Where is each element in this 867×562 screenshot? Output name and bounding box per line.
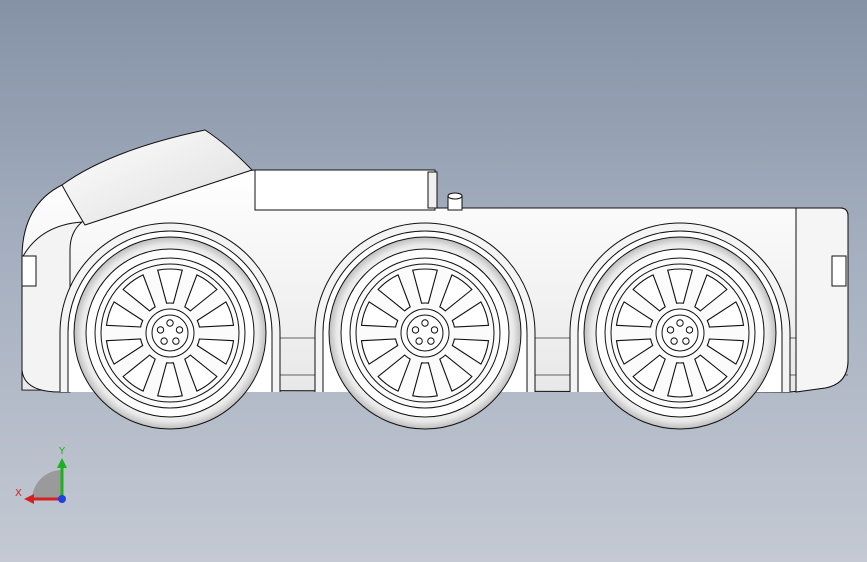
- rear-wheel-spoke-window: [667, 268, 693, 304]
- y-axis-label: Y: [58, 446, 66, 457]
- middle-wheel-spoke-window: [412, 362, 438, 398]
- rear-wheel-lug-nut: [685, 326, 694, 334]
- cab-roof: [61, 129, 253, 226]
- front-wheel-spoke-window: [157, 362, 183, 398]
- front-wheel: [59, 222, 281, 430]
- z-axis-dot: [58, 495, 66, 503]
- middle-wheel-spoke-window: [451, 338, 490, 365]
- rear-light: [831, 255, 847, 287]
- front-wheel-spoke-window: [105, 301, 144, 328]
- front-wheel-spoke-window: [184, 354, 218, 392]
- top-box: [254, 169, 436, 211]
- middle-wheel-spoke-window: [439, 354, 473, 392]
- front-light: [21, 255, 37, 287]
- rear-wheel-spoke-window: [615, 301, 654, 328]
- coordinate-triad: Y X: [15, 446, 67, 504]
- middle-wheel-lug-nut: [421, 319, 429, 327]
- rear-wheel-rim-lip: [610, 263, 750, 403]
- x-axis-arrow: [24, 494, 34, 504]
- front-wheel-spoke-window: [196, 338, 235, 365]
- rear-wheel-spoke-window: [694, 354, 728, 392]
- middle-wheel-rim-lip: [355, 263, 495, 403]
- rear-wheel-spoke-window: [694, 274, 728, 312]
- rear-wheel-spoke-window: [632, 274, 666, 312]
- middle-wheel-spoke-window: [377, 354, 411, 392]
- rear-wheel-lug-nut: [666, 326, 675, 334]
- middle-wheel-spoke-window: [377, 274, 411, 312]
- rear-wheel-spoke-window: [632, 354, 666, 392]
- middle-wheel-spoke-window: [360, 338, 399, 365]
- middle-wheel-lug-nut: [411, 326, 420, 334]
- front-wheel-spoke-window: [196, 301, 235, 328]
- middle-wheel: [314, 222, 536, 430]
- front-wheel-spoke-window: [122, 354, 156, 392]
- rear-wheel: [569, 222, 791, 430]
- rear-wheel-lug-nut: [676, 319, 684, 327]
- middle-wheel-spoke-window: [439, 274, 473, 312]
- middle-wheel-spoke-window: [451, 301, 490, 328]
- front-wheel-lug-nut: [175, 326, 184, 334]
- top-box-edge: [427, 171, 438, 209]
- front-wheel-spoke-window: [122, 274, 156, 312]
- rear-wheel-spoke-window: [706, 301, 745, 328]
- front-wheel-lug-nut: [156, 326, 165, 334]
- rear-wheel-spoke-window: [667, 362, 693, 398]
- front-wheel-lug-nut: [172, 337, 180, 345]
- rear-wheel-spoke-window: [706, 338, 745, 365]
- middle-wheel-lug-nut: [427, 337, 435, 345]
- rear-cap: [795, 207, 849, 393]
- front-wheel-spoke-window: [157, 268, 183, 304]
- front-wheel-lug-nut: [166, 319, 174, 327]
- top-post-cap: [447, 192, 463, 200]
- middle-wheel-lug-nut: [415, 337, 423, 345]
- middle-wheel-spoke-window: [360, 301, 399, 328]
- front-wheel-rim-lip: [100, 263, 240, 403]
- front-wheel-spoke-window: [105, 338, 144, 365]
- y-axis-arrow: [57, 458, 67, 468]
- middle-wheel-spoke-window: [412, 268, 438, 304]
- wheel-group: [59, 222, 791, 430]
- front-wheel-lug-nut: [160, 337, 168, 345]
- triad-plane-arc: [32, 470, 62, 500]
- rear-wheel-lug-nut: [682, 337, 690, 345]
- rear-wheel-spoke-window: [615, 338, 654, 365]
- middle-wheel-lug-nut: [430, 326, 439, 334]
- rear-wheel-lug-nut: [670, 337, 678, 345]
- x-axis-label: X: [15, 488, 22, 499]
- front-wheel-spoke-window: [184, 274, 218, 312]
